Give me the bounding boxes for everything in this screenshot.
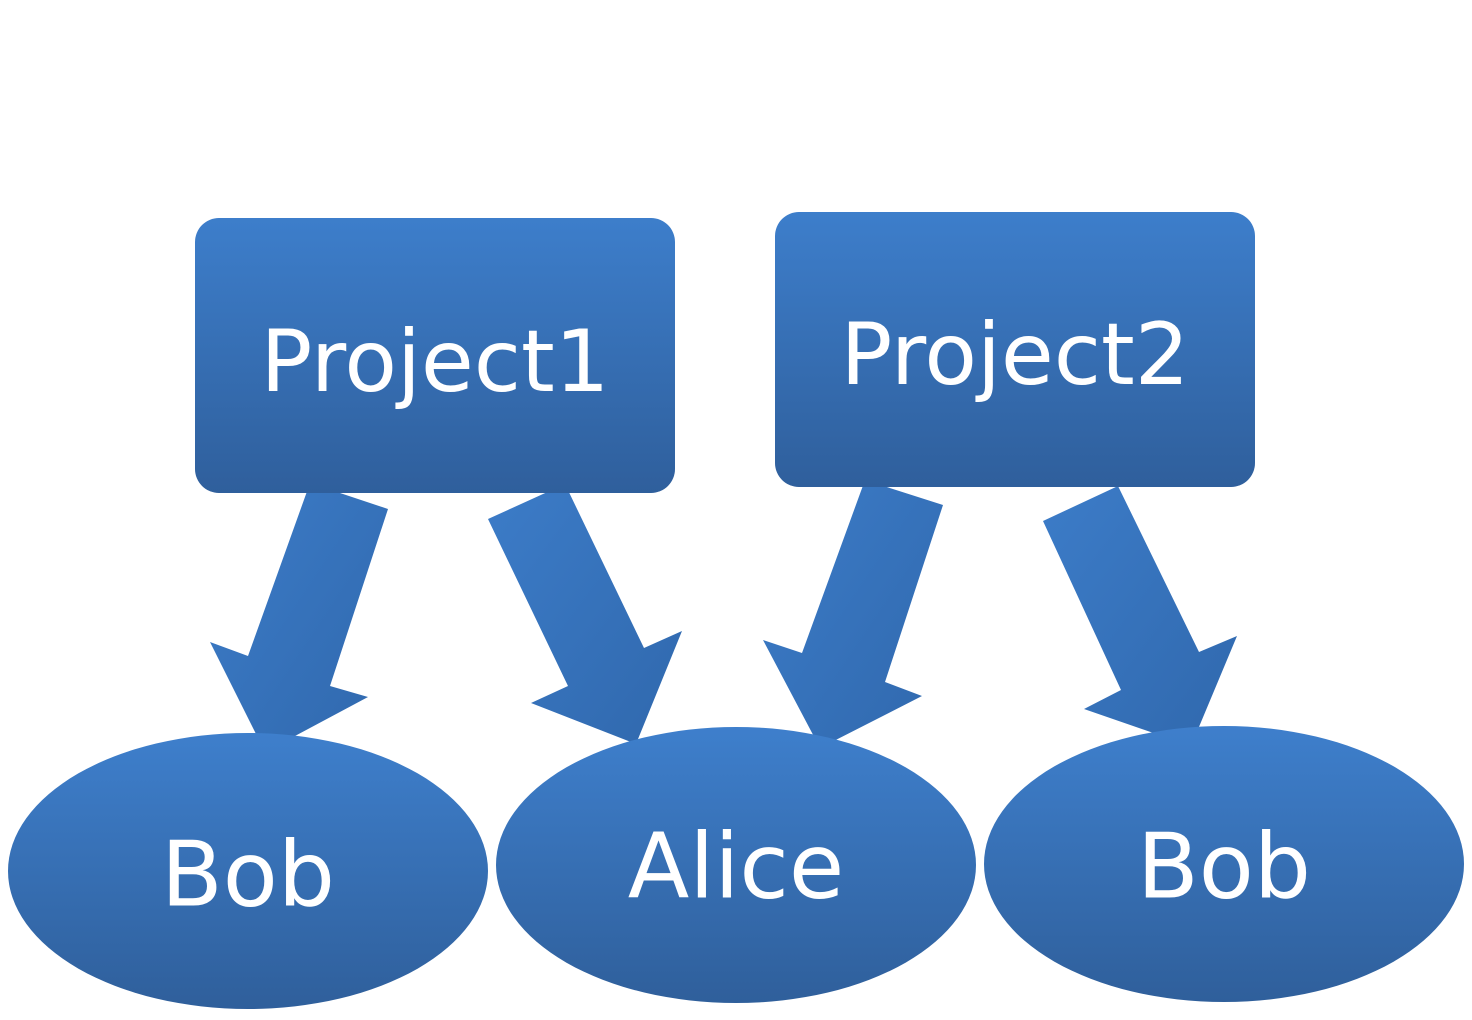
project1-node: Project1 bbox=[195, 218, 675, 493]
arrow-project2-to-bob bbox=[1043, 486, 1237, 746]
project2-label: Project2 bbox=[841, 305, 1190, 405]
bob-left-label: Bob bbox=[161, 823, 335, 928]
project2-box bbox=[775, 212, 1255, 487]
arrow-project1-to-alice bbox=[488, 484, 682, 744]
person-node-alice: Alice bbox=[496, 727, 976, 1003]
bob-left-ellipse bbox=[8, 733, 488, 1009]
bob-right-ellipse bbox=[984, 726, 1464, 1002]
arrow-project1-to-bob bbox=[210, 483, 388, 752]
alice-label: Alice bbox=[628, 815, 844, 920]
project2-node: Project2 bbox=[775, 212, 1255, 487]
project1-label: Project1 bbox=[261, 312, 610, 412]
project1-box bbox=[195, 218, 675, 493]
person-node-bob-left: Bob bbox=[8, 733, 488, 1009]
bob-right-label: Bob bbox=[1137, 815, 1311, 920]
alice-ellipse bbox=[496, 727, 976, 1003]
person-node-bob-right: Bob bbox=[984, 726, 1464, 1002]
arrow-project2-to-alice bbox=[763, 480, 943, 748]
